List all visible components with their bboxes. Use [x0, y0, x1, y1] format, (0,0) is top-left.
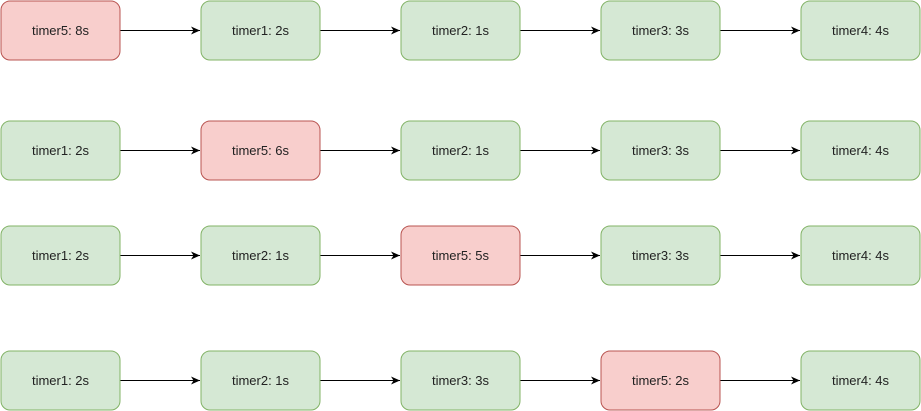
timer-node-highlighted: timer5: 2s — [600, 350, 721, 411]
timer-node: timer3: 3s — [600, 225, 721, 286]
timer-node-highlighted: timer5: 8s — [0, 0, 121, 61]
timer-node-box — [400, 120, 521, 181]
timer-node-label: timer4: 4s — [832, 143, 890, 158]
timer-node: timer1: 2s — [0, 225, 121, 286]
timer-node-label: timer4: 4s — [832, 248, 890, 263]
timer-node-label: timer1: 2s — [232, 23, 290, 38]
timer-node-label: timer4: 4s — [832, 373, 890, 388]
timer-node-box — [400, 0, 521, 61]
timer-node-box — [600, 225, 721, 286]
timer-node-box — [0, 350, 121, 411]
timer-node-box — [400, 350, 521, 411]
timer-node-highlighted: timer5: 6s — [200, 120, 321, 181]
timer-node: timer3: 3s — [600, 0, 721, 61]
timer-node-label: timer4: 4s — [832, 23, 890, 38]
timer-node: timer2: 1s — [200, 350, 321, 411]
timer-node-box — [800, 225, 921, 286]
timer-node-box — [200, 350, 321, 411]
timer-node-label: timer2: 1s — [232, 373, 290, 388]
timer-node: timer4: 4s — [800, 225, 921, 286]
timer-node: timer4: 4s — [800, 0, 921, 61]
timer-node-label: timer3: 3s — [632, 143, 690, 158]
timer-node: timer1: 2s — [0, 350, 121, 411]
timer-node: timer4: 4s — [800, 350, 921, 411]
timer-node-label: timer1: 2s — [32, 143, 90, 158]
queue-row-3: timer1: 2s timer2: 1s timer5: 5s timer3: 3s… — [0, 225, 921, 286]
timer-node-label: timer5: 6s — [232, 143, 290, 158]
timer-node-label: timer3: 3s — [432, 373, 490, 388]
timer-node-box — [200, 0, 321, 61]
timer-node: timer3: 3s — [600, 120, 721, 181]
timer-node-box — [600, 0, 721, 61]
timer-node-label: timer3: 3s — [632, 248, 690, 263]
timer-node-box — [800, 120, 921, 181]
timer-node-box — [800, 350, 921, 411]
timer-node-box — [0, 0, 121, 61]
timer-node-box — [600, 350, 721, 411]
timer-node-box — [0, 120, 121, 181]
timer-node: timer2: 1s — [400, 0, 521, 61]
timer-node-label: timer5: 2s — [632, 373, 690, 388]
timer-node-label: timer2: 1s — [232, 248, 290, 263]
queue-row-2: timer1: 2s timer5: 6s timer2: 1s timer3: 3s… — [0, 120, 921, 181]
timer-node: timer1: 2s — [0, 120, 121, 181]
timer-node-label: timer2: 1s — [432, 143, 490, 158]
timer-node-label: timer2: 1s — [432, 23, 490, 38]
timer-node-box — [200, 225, 321, 286]
queue-row-4: timer1: 2s timer2: 1s timer3: 3s timer5: 2s… — [0, 350, 921, 411]
timer-node-box — [0, 225, 121, 286]
timer-node-box — [400, 225, 521, 286]
timer-node-label: timer1: 2s — [32, 373, 90, 388]
timer-node-label: timer5: 5s — [432, 248, 490, 263]
timer-node-box — [800, 0, 921, 61]
timer-node-label: timer5: 8s — [32, 23, 90, 38]
timer-node-box — [200, 120, 321, 181]
timer-node: timer2: 1s — [400, 120, 521, 181]
timer-node: timer4: 4s — [800, 120, 921, 181]
timer-node-highlighted: timer5: 5s — [400, 225, 521, 286]
timer-node-label: timer3: 3s — [632, 23, 690, 38]
timer-node: timer3: 3s — [400, 350, 521, 411]
timer-node-box — [600, 120, 721, 181]
timer-node: timer1: 2s — [200, 0, 321, 61]
timer-node-label: timer1: 2s — [32, 248, 90, 263]
queue-row-1: timer5: 8s timer1: 2s timer2: 1s timer3: 3s… — [0, 0, 921, 61]
timer-node: timer2: 1s — [200, 225, 321, 286]
